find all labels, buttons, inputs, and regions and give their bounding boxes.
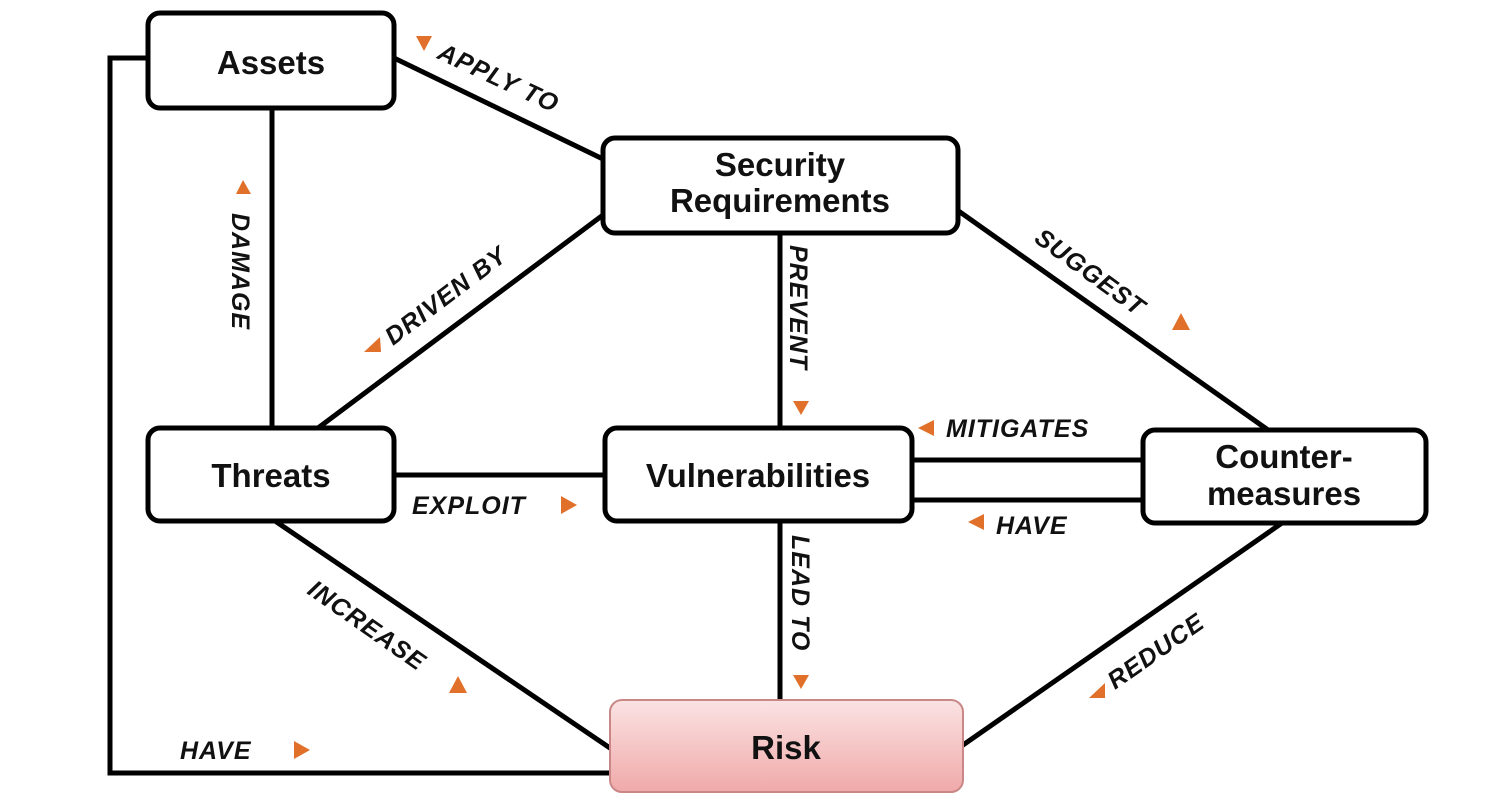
label-exploit: EXPLOIT [412,492,577,520]
arrow-exploit-icon [561,496,577,514]
node-countermeasures-label-line1: Counter- [1215,438,1352,475]
label-prevent: PREVENT [784,245,812,415]
edge-countermeasures-risk [959,519,1286,749]
node-vulnerabilities[interactable]: Vulnerabilities [602,425,915,524]
node-countermeasures[interactable]: Counter- measures [1140,427,1429,526]
arrow-reduce-icon [1089,683,1105,698]
label-have-risk-text: HAVE [180,737,252,765]
node-threats-label: Threats [211,457,330,494]
arrow-lead-to-icon [793,675,809,689]
edge-threats-security [314,211,607,432]
node-assets[interactable]: Assets [145,10,397,111]
arrow-apply-to-icon [416,36,432,51]
node-assets-label: Assets [217,44,325,81]
arrow-increase-icon [449,676,467,693]
arrow-damage-icon [236,180,251,194]
node-risk[interactable]: Risk [609,699,964,793]
label-prevent-text: PREVENT [784,245,812,372]
label-exploit-text: EXPLOIT [412,492,528,520]
edge-security-countermeasures [956,208,1272,434]
label-lead-to-text: LEAD TO [786,535,814,651]
label-have-vulnerabilities: HAVE [968,512,1068,540]
label-increase-text: INCREASE [303,575,432,677]
arrow-have-risk-icon [294,741,310,759]
edge-assets-security [390,54,609,164]
label-lead-to: LEAD TO [786,535,814,689]
label-have-vulnerabilities-text: HAVE [996,512,1068,540]
label-reduce-text: REDUCE [1102,608,1210,695]
node-threats[interactable]: Threats [145,425,397,524]
edge-threats-risk [271,517,614,752]
node-countermeasures-label-line2: measures [1207,475,1361,512]
node-risk-label: Risk [751,729,821,766]
label-damage: DAMAGE [226,180,254,330]
label-reduce: REDUCE [1089,608,1210,698]
label-mitigates: MITIGATES [918,415,1089,443]
node-security-requirements-label-line2: Requirements [670,182,890,219]
label-mitigates-text: MITIGATES [946,415,1089,443]
edge-assets-risk [107,55,613,776]
arrow-prevent-icon [793,401,809,415]
arrow-have-vulnerabilities-icon [968,514,984,530]
arrow-suggest-icon [1172,313,1190,330]
label-have-risk: HAVE [180,737,310,765]
label-damage-text: DAMAGE [226,213,254,330]
arrow-mitigates-icon [918,420,934,436]
node-security-requirements[interactable]: Security Requirements [600,135,961,236]
node-vulnerabilities-label: Vulnerabilities [646,457,870,494]
edges [107,54,1286,776]
arrow-driven-by-icon [364,337,381,352]
node-security-requirements-label-line1: Security [715,146,846,183]
